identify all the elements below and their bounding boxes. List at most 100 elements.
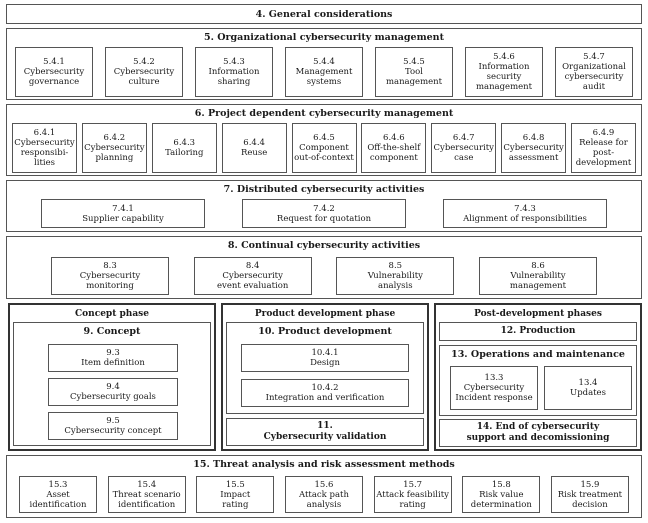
tara-item-label: Attack path analysis <box>299 489 349 510</box>
end-of-support-box: 14. End of cybersecurity support and dec… <box>439 419 637 447</box>
concept-item-label: Cybersecurity goals <box>70 392 156 402</box>
continual-item-label: Cybersecurity monitoring <box>79 271 141 291</box>
concept-item-label: Cybersecurity concept <box>64 426 162 436</box>
org-item-label: Tool management <box>385 67 443 87</box>
tara-item-label: Risk treatment decision <box>557 489 623 510</box>
project-item-label: Cybersecurity planning <box>84 143 145 163</box>
project-item-number: 6.4.1 <box>33 128 56 138</box>
org-item-number: 5.4.7 <box>583 52 605 62</box>
project-item-number: 6.4.4 <box>243 138 265 148</box>
continual-item-number: 8.4 <box>245 261 260 271</box>
distributed-activities-box: 7. Distributed cybersecurity activities … <box>6 180 642 232</box>
project-item-number: 6.4.2 <box>103 133 126 143</box>
tara-methods-title: 15. Threat analysis and risk assessment … <box>193 459 455 470</box>
project-item-label: Tailoring <box>165 148 204 158</box>
project-item-number: 6.4.5 <box>313 133 335 143</box>
product-item-label: Design <box>310 358 340 368</box>
tara-item-label: Asset identification <box>29 489 87 510</box>
tara-item-number: 15.5 <box>225 479 245 490</box>
tara-item-label: Threat scenario identification <box>112 489 181 510</box>
general-considerations-box: 4. General considerations <box>6 4 642 24</box>
general-considerations-title: 4. General considerations <box>255 9 393 20</box>
distributed-item-number: 7.4.2 <box>313 203 335 214</box>
org-item-number: 5.4.3 <box>223 57 245 67</box>
product-item-label: Integration and verification <box>265 393 385 403</box>
production-box: 12. Production <box>439 322 637 341</box>
tara-item-number: 15.8 <box>491 479 511 490</box>
post-development-phase-title: Post-development phases <box>474 309 602 319</box>
org-item-label: Management systems <box>295 67 353 87</box>
project-item-label: Off-the-shelf component <box>367 143 421 163</box>
tara-item-number: 15.4 <box>137 479 157 490</box>
concept-clause-title: 9. Concept <box>83 326 141 337</box>
product-development-phase-title: Product development phase <box>254 309 396 319</box>
project-item-number: 6.4.9 <box>592 128 615 138</box>
org-item-label: Cybersecurity governance <box>23 67 85 87</box>
product-development-clause-title: 10. Product development <box>258 326 392 337</box>
org-item-number: 5.4.6 <box>493 52 515 62</box>
continual-item-number: 8.5 <box>388 261 403 271</box>
product-item-number: 10.4.2 <box>311 383 339 393</box>
concept-item-number: 9.4 <box>106 382 120 392</box>
org-item-number: 5.4.1 <box>43 57 65 67</box>
operations-item-label: Updates <box>570 388 606 398</box>
project-item-number: 6.4.7 <box>452 133 475 143</box>
distributed-item-number: 7.4.1 <box>112 203 134 214</box>
tara-item-label: Impact rating <box>220 489 251 510</box>
tara-item-label: Risk value determination <box>470 489 532 510</box>
project-management-title: 6. Project dependent cybersecurity manag… <box>194 108 454 119</box>
continual-item-label: Vulnerability management <box>509 271 567 291</box>
org-item-label: Cybersecurity culture <box>113 67 175 87</box>
org-item-number: 5.4.5 <box>403 57 425 67</box>
post-development-phase-box: Post-development phases 12. Production 1… <box>434 303 642 451</box>
project-item-number: 6.4.3 <box>173 138 196 148</box>
continual-item-label: Cybersecurity event evaluation <box>216 271 289 291</box>
distributed-item-label: Supplier capability <box>82 213 164 224</box>
cybersecurity-validation-box: 11. Cybersecurity validation <box>226 418 424 446</box>
tara-methods-box: 15. Threat analysis and risk assessment … <box>6 455 642 518</box>
project-item-number: 6.4.8 <box>522 133 545 143</box>
operations-item-number: 13.4 <box>578 378 598 388</box>
distributed-item-label: Alignment of responsibilities <box>463 213 587 224</box>
concept-item-number: 9.5 <box>106 416 120 426</box>
tara-item-label: Attack feasibility rating <box>376 489 449 510</box>
project-item-label: Reuse <box>240 148 268 158</box>
org-item-number: 5.4.2 <box>133 57 155 67</box>
org-item-label: Information sharing <box>208 67 260 87</box>
project-item-number: 6.4.6 <box>383 133 405 143</box>
tara-item-number: 15.9 <box>580 479 600 490</box>
tara-item-number: 15.3 <box>48 479 68 490</box>
continual-activities-title: 8. Continual cybersecurity activities <box>227 240 421 251</box>
concept-item-number: 9.3 <box>106 348 120 358</box>
project-item-label: Cybersecurity responsibi- lities <box>14 138 75 168</box>
